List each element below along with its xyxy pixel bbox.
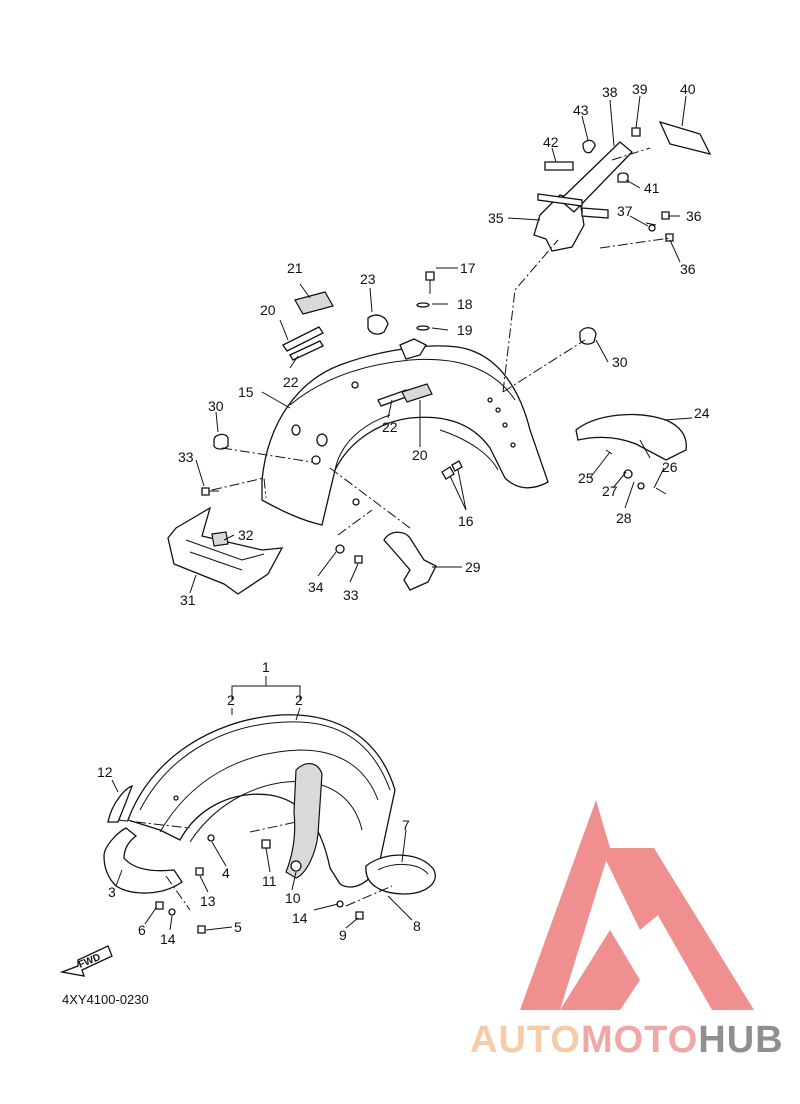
rear-fender (261, 345, 549, 526)
callout: 25 (578, 470, 594, 486)
callout: 1 (262, 659, 270, 675)
pad-21 (294, 291, 334, 315)
callout: 15 (238, 384, 254, 400)
callout: 8 (413, 918, 421, 934)
svg-text:AUTOMOTOHUB: AUTOMOTOHUB (470, 1019, 784, 1061)
callout: 14 (292, 910, 308, 926)
callout: 39 (632, 81, 648, 97)
callout: 6 (138, 922, 146, 938)
callout: 11 (262, 873, 277, 889)
callout: 2 (227, 692, 235, 708)
watermark-hub: HUB (698, 1019, 783, 1061)
front-fender-assembly: FWD 4XY4100-0230 (59, 676, 436, 1007)
rear-fender-assembly (167, 95, 712, 595)
clamp-12 (107, 784, 134, 823)
callout: 37 (617, 203, 633, 219)
diagram-code: 4XY4100-0230 (62, 992, 149, 1007)
front-fender (127, 714, 396, 888)
mud-guard-3 (103, 827, 183, 894)
callout: 28 (616, 510, 632, 526)
callout: 33 (343, 587, 359, 603)
callout: 30 (208, 398, 224, 414)
callout: 17 (460, 260, 476, 276)
callout-labels: 1 2 2 3 4 5 6 7 8 9 10 11 12 13 14 14 15… (97, 81, 710, 947)
plate-40 (658, 120, 712, 155)
callout: 9 (339, 927, 347, 943)
callout: 41 (644, 180, 660, 196)
callout: 34 (308, 579, 324, 595)
callout: 16 (458, 513, 474, 529)
callout: 19 (457, 322, 473, 338)
callout: 7 (402, 817, 410, 833)
watermark: AUTOMOTOHUB (470, 800, 784, 1061)
callout: 12 (97, 764, 113, 780)
callout: 10 (285, 890, 301, 906)
callout: 36 (680, 261, 696, 277)
callout: 22 (283, 374, 299, 390)
callout: 32 (238, 527, 254, 543)
tail-light-housing-31 (167, 506, 284, 595)
callout: 35 (488, 210, 504, 226)
clamp-23 (367, 314, 389, 335)
callout: 38 (602, 84, 618, 100)
callout: 13 (200, 893, 216, 909)
callout: 5 (234, 919, 242, 935)
callout: 30 (612, 354, 628, 370)
callout: 14 (160, 931, 176, 947)
callout: 20 (412, 447, 428, 463)
callout: 42 (543, 134, 559, 150)
svg-text:FWD: FWD (77, 952, 102, 971)
forward-arrow-icon: FWD (59, 945, 113, 977)
callout: 21 (287, 260, 303, 276)
callout: 23 (360, 271, 376, 287)
bracket-29 (383, 531, 437, 591)
callout: 2 (295, 692, 303, 708)
watermark-auto: AUTO (470, 1019, 581, 1061)
callout: 29 (465, 559, 481, 575)
callout: 31 (180, 592, 196, 608)
callout: 4 (222, 865, 230, 881)
callout: 27 (602, 483, 618, 499)
callout: 18 (457, 296, 473, 312)
callout: 33 (178, 449, 194, 465)
callout: 40 (680, 81, 696, 97)
callout: 26 (662, 459, 678, 475)
callout: 3 (108, 884, 116, 900)
callout: 22 (382, 419, 398, 435)
callout: 36 (686, 208, 702, 224)
stay-24 (575, 413, 687, 461)
callout: 20 (260, 302, 276, 318)
callout: 24 (694, 405, 710, 421)
watermark-moto: MOTO (581, 1019, 698, 1061)
automotohub-logo-icon (520, 800, 754, 1010)
callout: 43 (573, 102, 589, 118)
stay-7 (365, 854, 436, 895)
